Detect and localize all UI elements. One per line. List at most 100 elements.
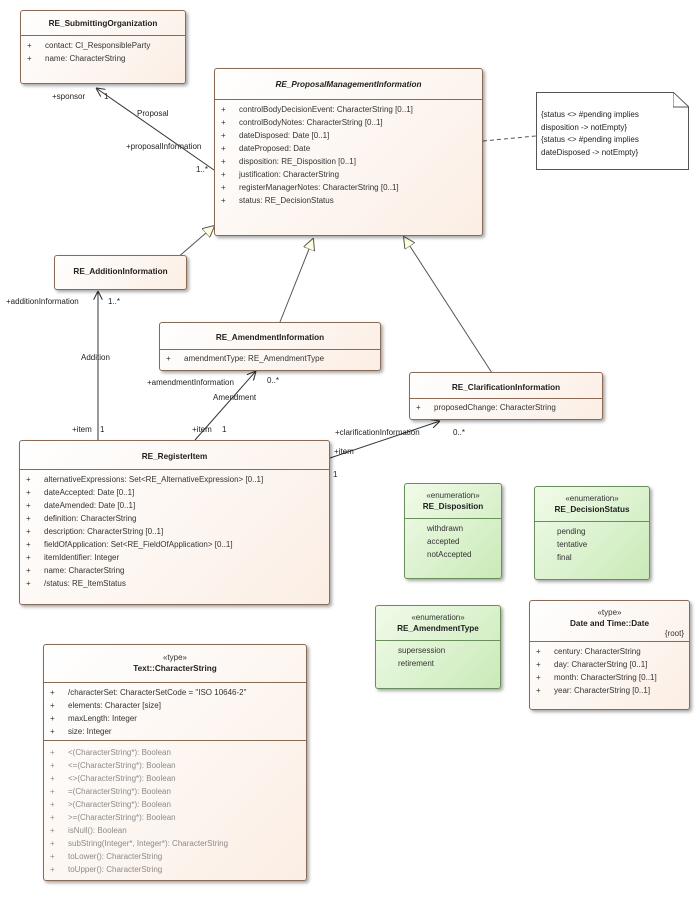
attribute-row: +alternativeExpressions: Set<RE_Alternat… [26,475,264,484]
attribute-row: +maxLength: Integer [50,714,137,723]
attributes-compartment: +proposedChange: CharacterString [410,398,602,416]
attribute-row: +contact: CI_ResponsibleParty [27,41,151,50]
generalization-amendment [279,239,313,323]
operation-row: +<(CharacterString*): Boolean [50,748,171,757]
attribute-row: +name: CharacterString [27,54,126,63]
class-name: RE_DecisionStatus [554,505,630,514]
note-line: {status <> #pending implies [541,110,639,119]
class-name: RE_ProposalManagementInformation [275,80,422,89]
class-re-amendment-information[interactable]: RE_AmendmentInformation +amendmentType: … [159,322,381,371]
multiplicity-amendment-information: 0..* [267,376,280,385]
role-item-clarification: +item [334,447,354,456]
class-name: RE_SubmittingOrganization [48,19,158,28]
role-item-addition: +item [72,425,92,434]
literals-compartment: withdrawn accepted notAccepted [405,518,501,563]
constraint-note[interactable]: {status <> #pending implies disposition … [536,92,689,170]
role-sponsor: +sponsor [52,92,86,101]
operation-row: +>=(CharacterString*): Boolean [50,813,176,822]
note-anchor-line [482,135,537,142]
operation-row: +isNull(): Boolean [50,826,127,835]
enum-re-decision-status[interactable]: «enumeration» RE_DecisionStatus pending … [534,486,650,580]
operation-row: +<>(CharacterString*): Boolean [50,774,176,783]
attribute-row: +dateProposed: Date [221,144,311,153]
attributes-compartment: +alternativeExpressions: Set<RE_Alternat… [20,469,329,592]
multiplicity-item-clarification: 1 [333,470,338,479]
role-proposal-information: +proposalInformation [126,142,202,151]
attribute-row: +itemIdentifier: Integer [26,553,120,562]
tagged-value: {root} [664,629,684,638]
enum-literal: retirement [398,659,435,668]
attributes-compartment: +amendmentType: RE_AmendmentType [160,349,380,367]
attribute-row: +description: CharacterString [0..1] [26,527,164,536]
literals-compartment: pending tentative final [535,521,649,566]
attribute-row: +elements: Character [size] [50,701,161,710]
literals-compartment: supersession retirement [376,640,500,672]
enum-literal: notAccepted [427,550,472,559]
enum-literal: tentative [557,540,588,549]
enum-literal: pending [557,527,586,536]
generalization-addition [175,226,214,260]
attribute-row: +/characterSet: CharacterSetCode = "ISO … [50,688,247,697]
role-amendment-information: +amendmentInformation [147,378,234,387]
attribute-row: +dateDisposed: Date [0..1] [221,131,330,140]
enum-re-disposition[interactable]: «enumeration» RE_Disposition withdrawn a… [404,483,502,579]
attribute-row: +definition: CharacterString [26,514,137,523]
operation-row: +subString(Integer*, Integer*): Characte… [50,839,229,848]
class-name: RE_RegisterItem [141,452,208,461]
multiplicity-clarification-information: 0..* [453,428,466,437]
multiplicity-sponsor: 1 [104,92,109,101]
attribute-row: +/status: RE_ItemStatus [26,579,126,588]
multiplicity-proposal-information: 1..* [196,165,209,174]
association-name-proposal: Proposal [137,109,169,118]
class-name: RE_AdditionInformation [73,267,168,276]
type-date-and-time-date[interactable]: «type» Date and Time::Date {root} +centu… [529,600,690,710]
class-name: RE_Disposition [422,502,484,511]
class-re-addition-information[interactable]: RE_AdditionInformation [54,255,187,290]
note-line: dateDisposed -> notEmpty} [541,147,639,157]
note-fold-corner [673,92,689,108]
association-clarification [329,421,440,459]
enum-literal: supersession [398,646,446,655]
attribute-row: +fieldOfApplication: Set<RE_FieldOfAppli… [26,540,233,549]
enum-literal: withdrawn [427,524,464,533]
attribute-row: +disposition: RE_Disposition [0..1] [221,157,356,166]
association-proposal [96,88,215,171]
attribute-row: +month: CharacterString [0..1] [536,673,657,682]
attribute-row: +name: CharacterString [26,566,125,575]
multiplicity-addition-information: 1..* [108,297,121,306]
class-re-submitting-organization[interactable]: RE_SubmittingOrganization +contact: CI_R… [20,10,186,84]
class-re-clarification-information[interactable]: RE_ClarificationInformation +proposedCha… [409,372,603,420]
enum-literal: final [557,553,572,562]
stereotype-label: «type» [597,608,622,617]
attributes-compartment: +/characterSet: CharacterSetCode = "ISO … [44,682,306,740]
attributes-compartment: +controlBodyDecisionEvent: CharacterStri… [215,99,482,209]
enum-re-amendment-type[interactable]: «enumeration» RE_AmendmentType supersess… [375,605,501,689]
attribute-row: +registerManagerNotes: CharacterString [… [221,183,399,192]
association-name-amendment: Amendment [213,393,257,402]
type-text-character-string[interactable]: «type» Text::CharacterString +/character… [43,644,307,881]
stereotype-label: «enumeration» [411,613,465,622]
role-addition-information: +additionInformation [6,297,79,306]
attribute-row: +size: Integer [50,727,112,736]
enum-literal: accepted [427,537,460,546]
multiplicity-item-addition: 1 [100,425,105,434]
note-line: {status <> #pending implies [541,135,639,144]
attribute-row: +century: CharacterString [536,647,641,656]
attribute-row: +justification: CharacterString [221,170,340,179]
class-re-proposal-management-information[interactable]: RE_ProposalManagementInformation +contro… [214,68,483,236]
role-clarification-information: +clarificationInformation [335,428,420,437]
class-re-register-item[interactable]: RE_RegisterItem +alternativeExpressions:… [19,440,330,605]
stereotype-label: «type» [162,653,188,662]
attribute-row: +dateAmended: Date [0..1] [26,501,136,510]
attribute-row: +status: RE_DecisionStatus [221,196,334,205]
stereotype-label: «enumeration» [426,491,480,500]
operation-row: +<=(CharacterString*): Boolean [50,761,176,770]
class-name: RE_AmendmentInformation [215,333,325,342]
operations-compartment: +<(CharacterString*): Boolean +<=(Charac… [44,740,306,878]
attribute-row: +controlBodyNotes: CharacterString [0..1… [221,118,383,127]
role-item-amendment: +item [192,425,212,434]
note-line: disposition -> notEmpty} [541,122,628,132]
class-name: RE_AmendmentType [397,624,479,633]
attributes-compartment: +century: CharacterString +day: Characte… [530,641,689,699]
